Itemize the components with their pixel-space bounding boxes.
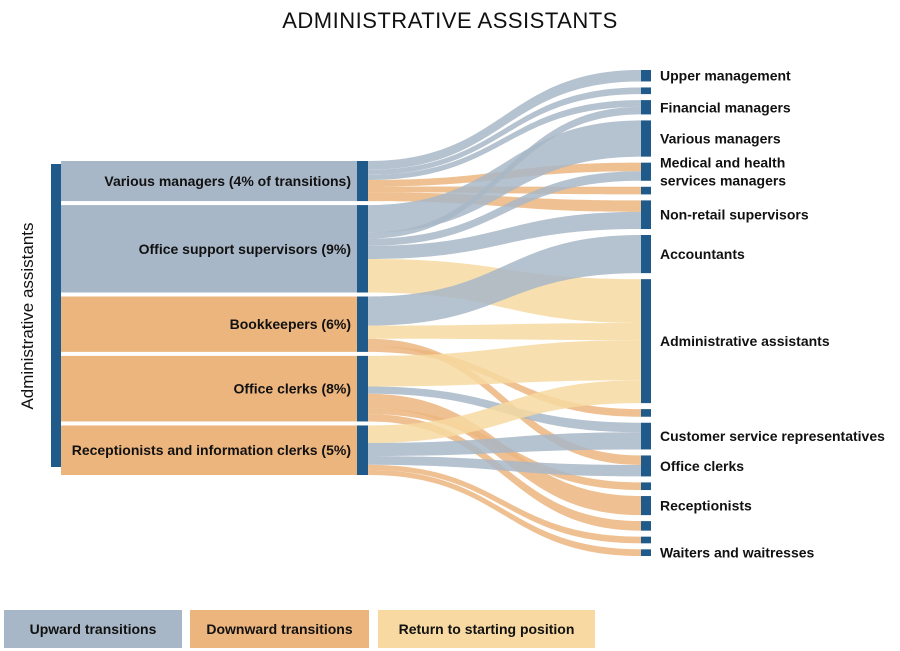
target-label-admin_assistants: Administrative assistants: [660, 333, 830, 349]
target-node-csr: [641, 422, 651, 450]
flow-bookkeepers-to-office_clerks_t: [368, 338, 641, 465]
target-node-admin_assistants: [641, 279, 651, 404]
source-label-various_managers: Various managers (4% of transitions): [104, 173, 351, 189]
source-blocks: [61, 161, 357, 475]
source-label-office_support_supervisors: Office support supervisors (9%): [139, 241, 351, 257]
source-band-office_support_supervisors: [61, 205, 357, 293]
flow-office_support_supervisors-to-medical_mgrs: [368, 171, 641, 246]
target-label-accountants: Accountants: [660, 246, 745, 262]
flow-office_support_supervisors-to-non_retail: [368, 211, 641, 259]
source-node-various_managers: [357, 161, 368, 202]
flow-office_clerks-to-receptionists_t: [368, 393, 641, 516]
target-node-upper_mgmt: [641, 70, 651, 82]
labels-layer: Various managers (4% of transitions) Offi…: [72, 68, 885, 561]
source-node-office_clerks: [357, 355, 368, 422]
legend-return-label: Return to starting position: [398, 621, 575, 637]
flow-office_clerks-to-t15: [368, 414, 641, 531]
target-node-t6: [641, 186, 651, 195]
target-node-t2: [641, 87, 651, 95]
target-node-t16: [641, 536, 651, 544]
links-layer: [368, 70, 641, 556]
target-node-medical_mgrs: [641, 162, 651, 181]
target-label-csr: Customer service representatives: [660, 428, 885, 444]
target-node-t13: [641, 482, 651, 491]
source-node-receptionists: [357, 425, 368, 475]
flow-various_managers-to-t2: [368, 87, 641, 175]
source-node-bookkeepers: [357, 296, 368, 352]
target-node-financial_mgrs: [641, 100, 651, 115]
target-label-various_mgrs: Various managers: [660, 131, 781, 147]
flow-receptionists-to-t16: [368, 464, 641, 544]
root-label: Administrative assistants: [18, 222, 37, 409]
legend-return: Return to starting position: [378, 610, 595, 648]
source-band-bookkeepers: [61, 296, 357, 352]
legend-downward-label: Downward transitions: [206, 621, 353, 637]
target-node-t10: [641, 409, 651, 417]
source-band-receptionists: [61, 425, 357, 475]
flow-various_managers-to-financial_mgrs: [368, 100, 641, 180]
source-nodes: [357, 161, 368, 475]
flow-receptionists-to-office_clerks_t: [368, 456, 641, 477]
flow-receptionists-to-admin_assistants: [368, 380, 641, 443]
flow-various_managers-to-upper_mgmt: [368, 70, 641, 170]
target-label-receptionists_t: Receptionists: [660, 498, 752, 514]
target-node-various_mgrs: [641, 120, 651, 157]
source-label-bookkeepers: Bookkeepers (6%): [230, 316, 351, 332]
source-node-office_support_supervisors: [357, 205, 368, 293]
target-label-waiters: Waiters and waitresses: [660, 545, 815, 561]
source-band-various_managers: [61, 161, 357, 202]
target-node-receptionists_t: [641, 496, 651, 516]
flow-bookkeepers-to-accountants: [368, 235, 641, 326]
source-label-receptionists: Receptionists and information clerks (5%…: [72, 442, 351, 458]
target-label-non_retail: Non-retail supervisors: [660, 207, 809, 223]
flow-office_support_supervisors-to-various_mgrs: [368, 120, 641, 233]
flow-receptionists-to-csr: [368, 432, 641, 457]
target-node-non_retail: [641, 200, 651, 230]
target-node-waiters: [641, 549, 651, 556]
target-label-financial_mgrs: Financial managers: [660, 99, 791, 115]
target-label-upper_mgmt: Upper management: [660, 68, 791, 84]
sankey-diagram: ADMINISTRATIVE ASSISTANTS Administrative…: [18, 8, 885, 561]
flow-office_support_supervisors-to-financial_mgrs: [368, 106, 641, 239]
flow-receptionists-to-waiters: [368, 469, 641, 556]
flow-bookkeepers-to-admin_assistants: [368, 323, 641, 341]
root-node: [51, 164, 61, 467]
target-node-accountants: [641, 235, 651, 274]
target-label-office_clerks_t: Office clerks: [660, 458, 744, 474]
target-node-t15: [641, 521, 651, 531]
source-label-office_clerks: Office clerks (8%): [234, 381, 352, 397]
legend-upward: Upward transitions: [4, 610, 182, 648]
flow-office_clerks-to-admin_assistants: [368, 340, 641, 387]
source-band-office_clerks: [61, 355, 357, 422]
legend-downward: Downward transitions: [190, 610, 369, 648]
target-nodes: [641, 70, 651, 556]
target-node-office_clerks_t: [641, 455, 651, 477]
legend-upward-label: Upward transitions: [29, 621, 157, 637]
diagram-title: ADMINISTRATIVE ASSISTANTS: [282, 8, 618, 33]
